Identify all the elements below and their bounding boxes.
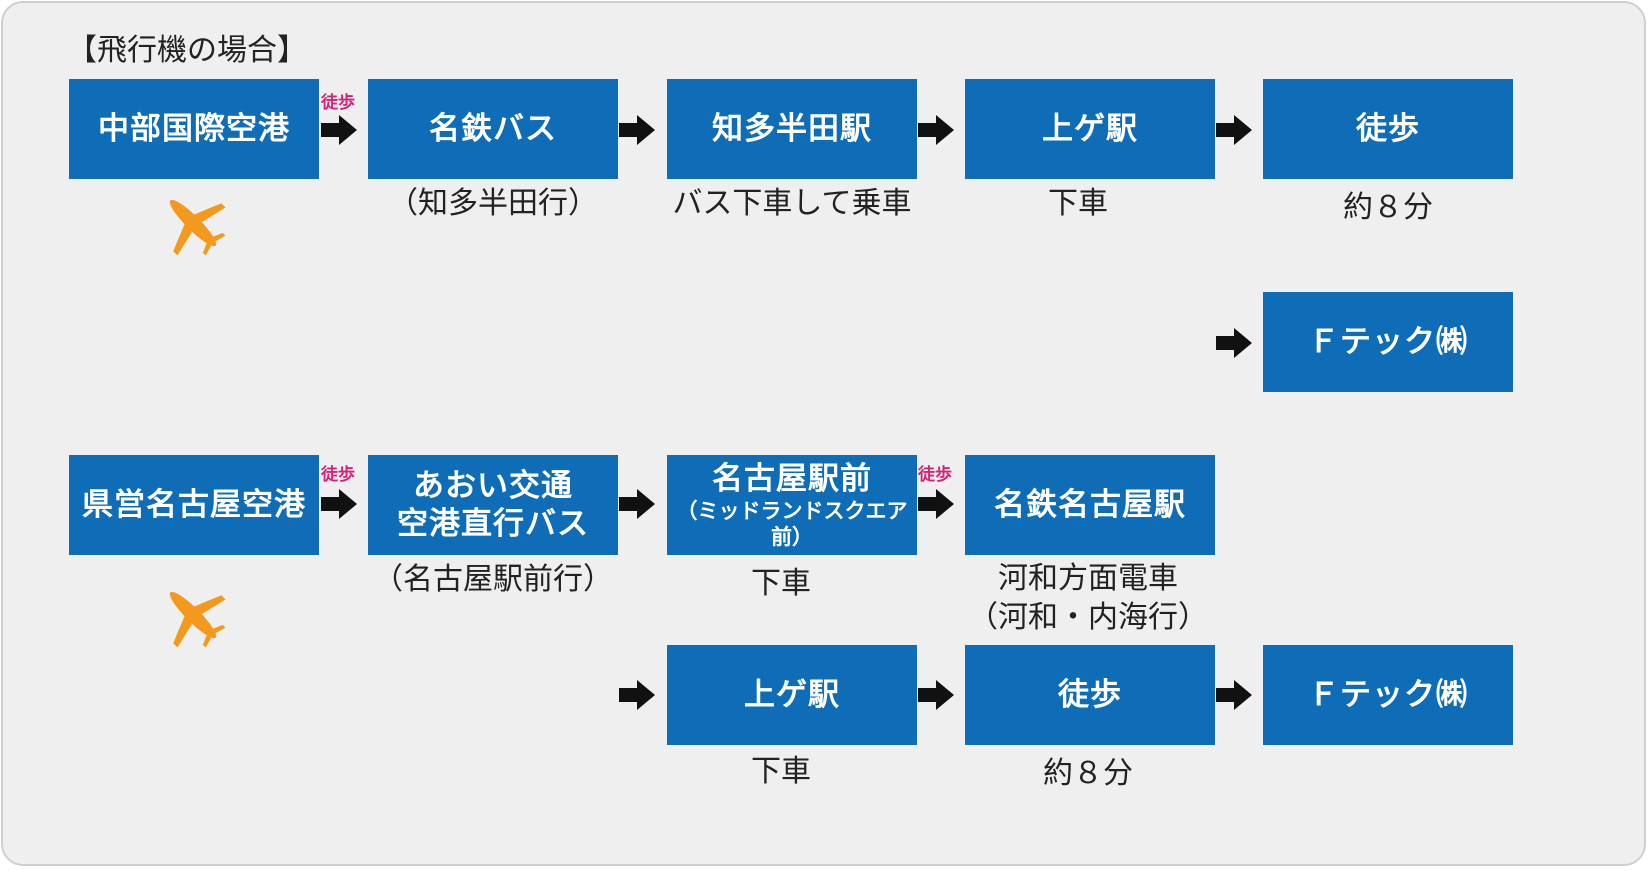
box-ftech-destination: Ｆテック㈱ bbox=[1263, 292, 1513, 392]
box-ftech-destination-2: Ｆテック㈱ bbox=[1263, 645, 1513, 745]
box-age-station-2: 上ゲ駅 bbox=[667, 645, 917, 745]
box-walk-2: 徒歩 bbox=[965, 645, 1215, 745]
walk-label: 徒歩 bbox=[321, 93, 355, 113]
box-meitetsu-nagoya: 名鉄名古屋駅 bbox=[965, 455, 1215, 555]
box-nagoya-ekimae: 名古屋駅前 （ミッドランドスクエア前） bbox=[667, 455, 917, 555]
airplane-icon bbox=[169, 591, 226, 648]
airplane-icon bbox=[169, 199, 226, 256]
arrow-right-icon bbox=[1216, 328, 1252, 358]
caption-bound-kowa-utsumi: （河和・内海行） bbox=[968, 600, 1208, 635]
arrow-right-icon bbox=[1216, 680, 1252, 710]
arrow-right-icon bbox=[918, 680, 954, 710]
arrow-right-icon bbox=[321, 115, 357, 145]
caption-walk-time: 約８分 bbox=[1343, 190, 1433, 225]
arrow-right-icon bbox=[619, 115, 655, 145]
arrow-right-icon bbox=[1216, 115, 1252, 145]
arrow-right-icon bbox=[918, 115, 954, 145]
arrow-right-icon bbox=[619, 489, 655, 519]
walk-label: 徒歩 bbox=[918, 465, 952, 485]
box-age-station: 上ゲ駅 bbox=[965, 79, 1215, 179]
caption-bus-transfer: バス下車して乗車 bbox=[672, 186, 912, 221]
box-aoi-bus: あおい交通 空港直行バス bbox=[368, 455, 618, 555]
walk-label: 徒歩 bbox=[321, 465, 355, 485]
caption-kowa-train: 河和方面電車 bbox=[998, 561, 1178, 596]
arrow-right-icon bbox=[619, 680, 655, 710]
diagram-title: 【飛行機の場合】 bbox=[67, 33, 307, 68]
box-nagoya-airport: 県営名古屋空港 bbox=[69, 455, 319, 555]
caption-bound-chitahanda: （知多半田行） bbox=[388, 186, 598, 221]
caption-walk-time-2: 約８分 bbox=[1043, 756, 1133, 791]
arrow-right-icon bbox=[918, 489, 954, 519]
box-chitahanda-station: 知多半田駅 bbox=[667, 79, 917, 179]
caption-bound-nagoya-ekimae: （名古屋駅前行） bbox=[373, 562, 613, 597]
box-meitetsu-bus: 名鉄バス bbox=[368, 79, 618, 179]
box-chubu-airport: 中部国際空港 bbox=[69, 79, 319, 179]
box-walk: 徒歩 bbox=[1263, 79, 1513, 179]
caption-get-off: 下車 bbox=[751, 566, 811, 601]
caption-get-off-2: 下車 bbox=[751, 754, 811, 789]
arrow-right-icon bbox=[321, 489, 357, 519]
caption-get-off: 下車 bbox=[1048, 186, 1108, 221]
